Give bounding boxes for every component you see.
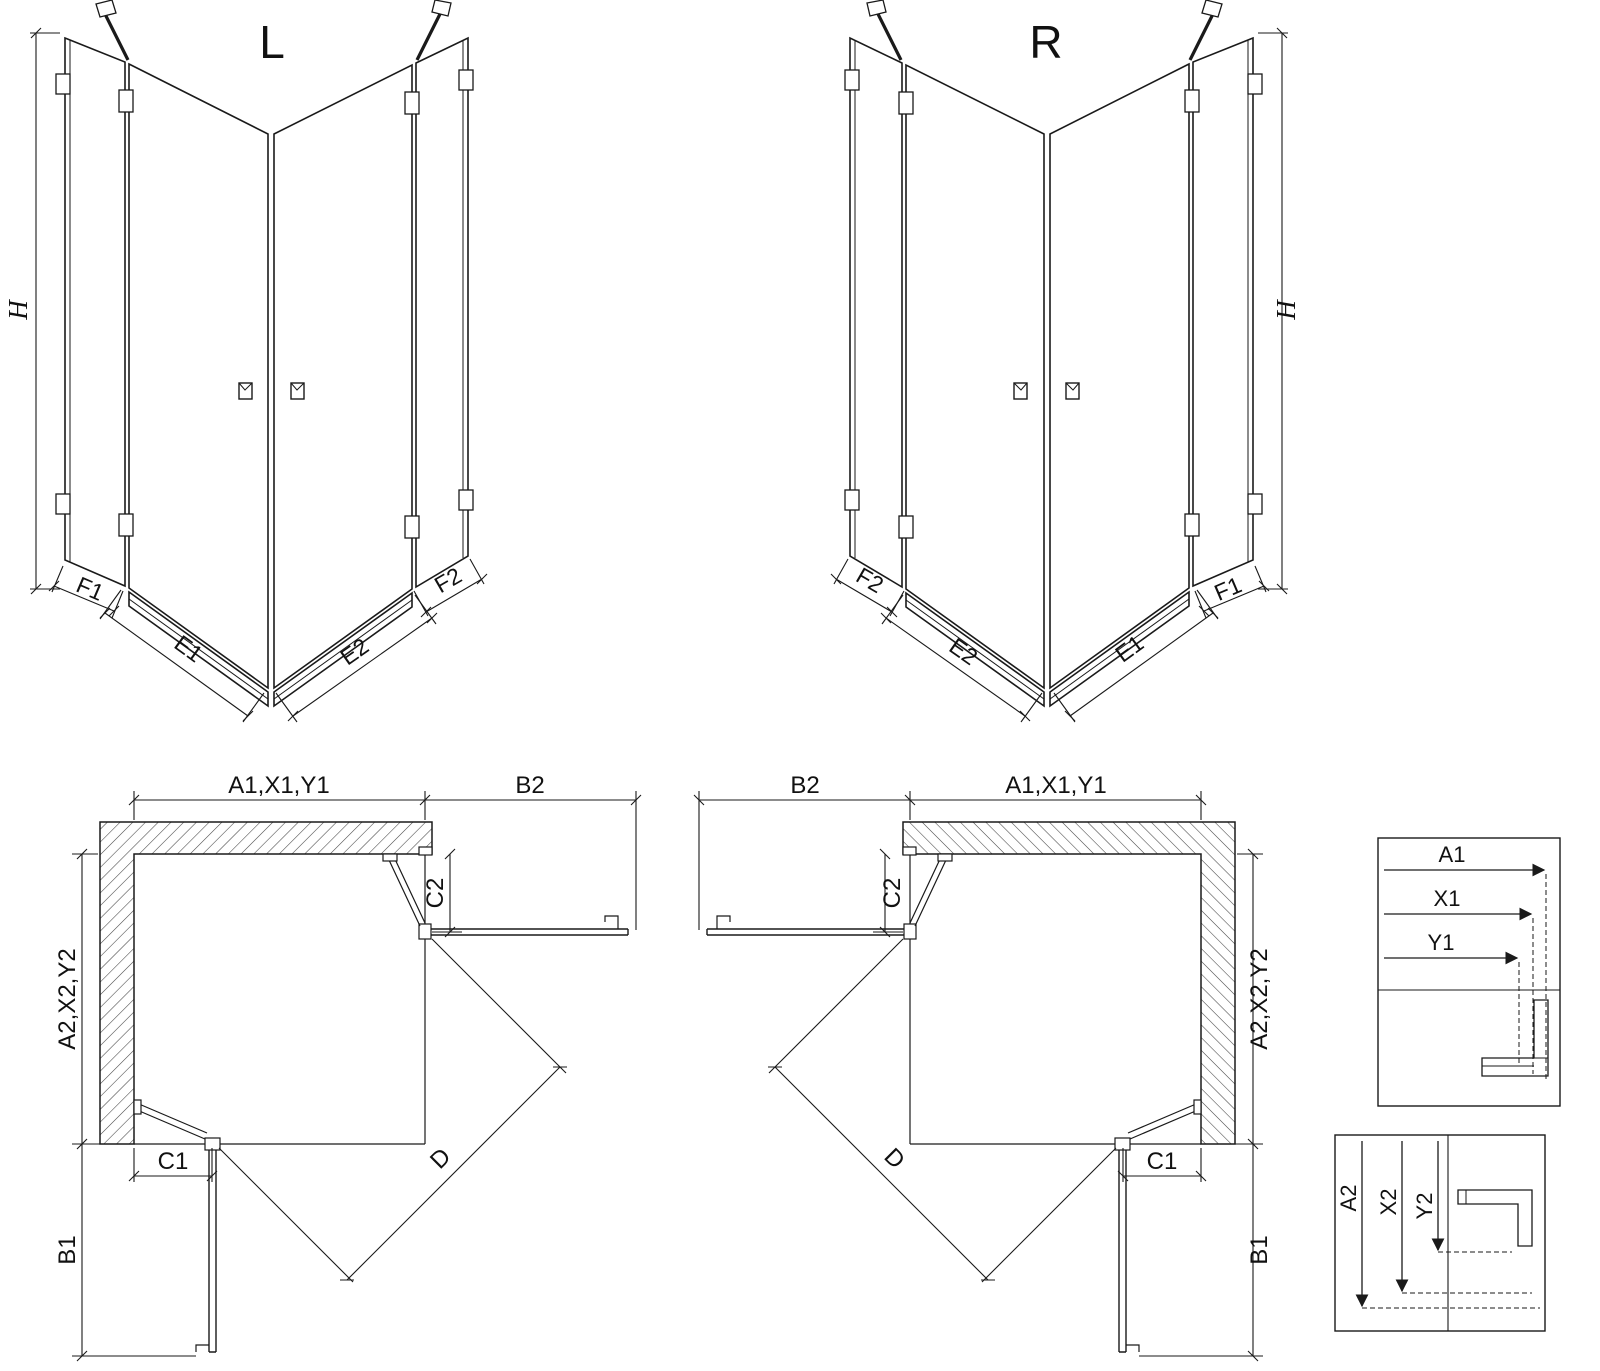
dim-b1-rplan: B1 [1246,1235,1273,1264]
l-plan-view [71,790,642,1362]
dim-depth-lplan: A2,X2,Y2 [54,948,81,1049]
dim-d-rplan: D [879,1143,910,1174]
l-3d-view [28,0,489,724]
detail-dim-y2: Y2 [1412,1193,1437,1220]
dim-c2-rplan: C2 [879,878,906,909]
dim-width-rplan: A1,X1,Y1 [1005,772,1106,799]
detail-box-bottom [1334,1134,1546,1332]
dim-f2-r: F2 [852,562,888,598]
dim-b2-rplan: B2 [790,772,819,799]
wall-profile-section [1457,1189,1533,1247]
dim-c2-lplan: C2 [422,878,449,909]
dim-b1-lplan: B1 [54,1235,81,1264]
wall-profile-section [1481,999,1549,1077]
detail-box-top [1377,837,1561,1107]
dim-e1-r: E1 [1110,630,1148,668]
dim-b2-lplan: B2 [515,772,544,799]
dim-c1-lplan: C1 [158,1148,189,1175]
detail-dim-x2: X2 [1376,1189,1401,1216]
r-3d-view [829,0,1290,724]
detail-dim-y1: Y1 [1428,930,1455,955]
labels-layer: L H F1 E1 E2 F2 R H F2 E2 E1 F1 A1,X1,Y1… [3,16,1465,1265]
dim-h-r: H [1271,299,1301,321]
dim-f2-l: F2 [430,562,466,598]
detail-dim-a2: A2 [1336,1185,1361,1212]
detail-dim-a1: A1 [1439,842,1466,867]
dim-depth-rplan: A2,X2,Y2 [1246,948,1273,1049]
variant-title-l: L [259,16,285,68]
detail-dim-x1: X1 [1434,886,1461,911]
dim-e1-l: E1 [170,630,208,668]
variant-title-r: R [1029,16,1062,68]
dim-h-l: H [3,299,33,321]
dim-width-lplan: A1,X1,Y1 [228,772,329,799]
dim-d-lplan: D [425,1143,456,1174]
r-plan-view [693,790,1264,1362]
dim-c1-rplan: C1 [1147,1148,1178,1175]
